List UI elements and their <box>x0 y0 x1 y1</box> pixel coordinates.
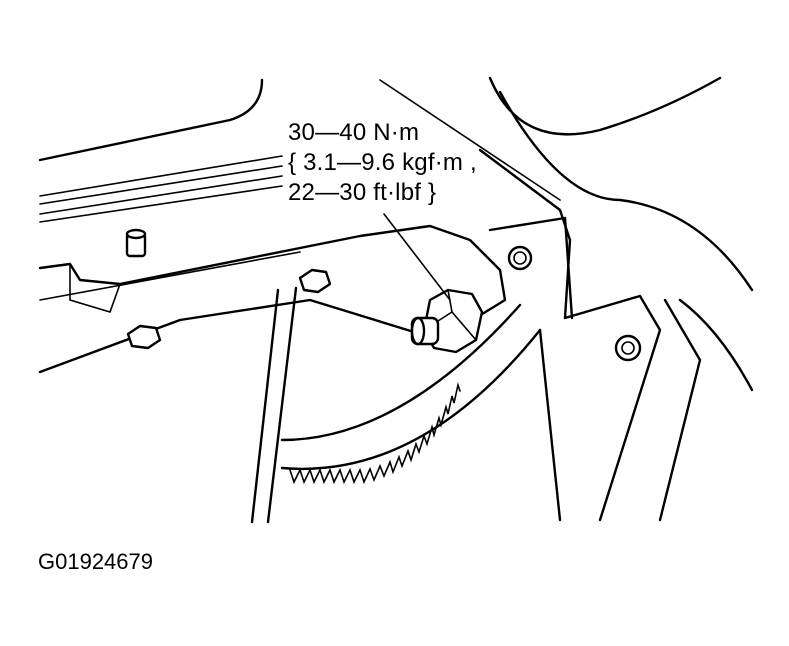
housing-edge-1 <box>39 155 283 197</box>
threaded-hole-lower-inner <box>621 341 635 355</box>
upper-housing <box>38 78 264 162</box>
bracket-inner <box>69 263 121 313</box>
torque-spec-ftlbf: 22—30 ft·lbf } <box>288 179 437 206</box>
figure-id: G01924679 <box>38 549 153 574</box>
housing-edge-2 <box>39 165 283 205</box>
lower-bolt-mid <box>298 268 332 294</box>
right-bracket-lower <box>538 328 562 522</box>
right-edge-curve <box>678 298 754 392</box>
housing-edge-4 <box>39 185 283 223</box>
callout-leader <box>383 213 451 301</box>
vertical-strap-left <box>250 288 280 524</box>
upper-right-body <box>488 76 722 136</box>
right-bracket <box>478 148 662 522</box>
threaded-hole-lower <box>614 334 642 362</box>
diagonal-cover-line <box>379 79 561 201</box>
ring-gear-inner <box>280 303 522 442</box>
threaded-hole-upper-inner <box>513 251 527 265</box>
torque-spec-kgfm: { 3.1—9.6 kgf·m , <box>288 149 477 176</box>
torque-spec-callout: 30—40 N·m { 3.1—9.6 kgf·m , 22—30 ft·lbf… <box>288 118 477 208</box>
ring-gear-outer <box>280 328 542 471</box>
bracket-arm <box>38 224 507 374</box>
lower-bolt-left <box>126 324 162 350</box>
pin-top <box>125 228 147 240</box>
torque-spec-nm: 30—40 N·m <box>288 119 420 146</box>
housing-edge-3 <box>39 175 283 215</box>
ring-gear-teeth <box>289 382 461 485</box>
bracket-rail <box>39 251 301 301</box>
right-arm-lower <box>658 298 702 522</box>
right-bracket-face <box>488 216 574 320</box>
vertical-strap-right <box>266 286 298 524</box>
torque-bolt <box>410 288 484 354</box>
threaded-hole-upper <box>507 245 533 271</box>
upper-right-edge <box>498 90 754 292</box>
